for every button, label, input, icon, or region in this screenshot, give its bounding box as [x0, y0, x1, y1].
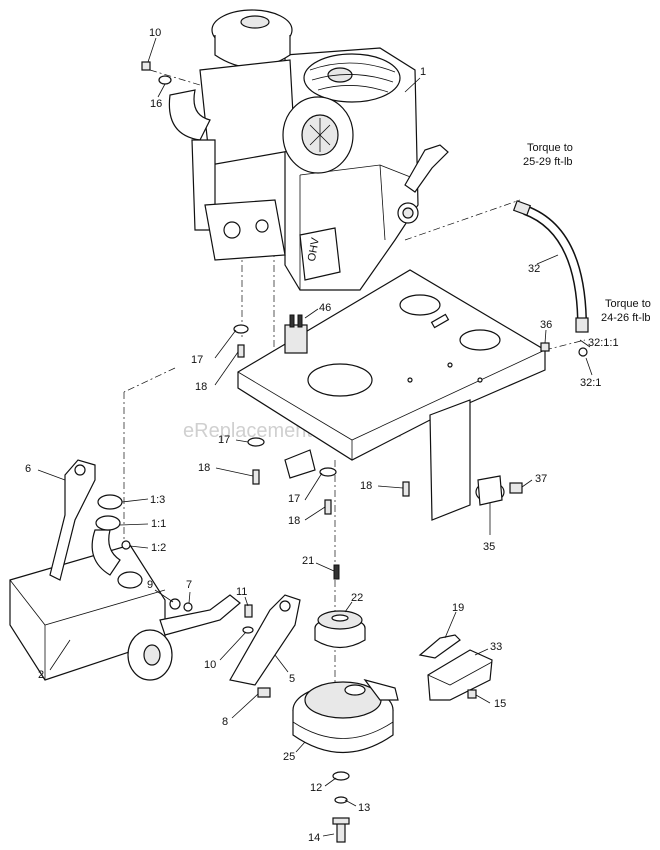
callout-32: 32 [528, 263, 540, 275]
callout-36: 36 [540, 319, 552, 331]
callout-1-2: 1:2 [151, 542, 166, 554]
clutch-bracket [418, 634, 493, 701]
callout-15: 15 [494, 698, 506, 710]
hardware [141, 61, 550, 580]
engine-deck-plate [237, 269, 546, 521]
callout-11: 11 [236, 586, 247, 598]
callout-17: 17 [288, 493, 300, 505]
callout-21: 21 [302, 555, 314, 567]
callout-17: 17 [218, 434, 230, 446]
electric-clutch [292, 678, 399, 753]
callout-1-3: 1:3 [150, 494, 165, 506]
callout-1: 1 [420, 66, 426, 78]
callout-8: 8 [222, 716, 228, 728]
leader-lines [37, 37, 593, 837]
callout-2: 2 [38, 669, 44, 681]
callout-1-1: 1:1 [151, 518, 166, 530]
callouts: 1 10 16 32 46 36 17 18 32:1:1 32:1 17 18… [25, 27, 619, 844]
pulley [314, 610, 366, 649]
callout-35: 35 [483, 541, 495, 553]
callout-17: 17 [191, 354, 203, 366]
callout-46: 46 [319, 302, 331, 314]
callout-33: 33 [490, 641, 502, 653]
callout-14: 14 [308, 832, 320, 844]
callout-37: 37 [535, 473, 547, 485]
callout-5: 5 [289, 673, 295, 685]
callout-10: 10 [149, 27, 161, 39]
alignment-lines [123, 69, 586, 720]
svg-text:OHV: OHV [306, 236, 322, 262]
callout-18: 18 [195, 381, 207, 393]
callout-18: 18 [360, 480, 372, 492]
callout-13: 13 [358, 802, 370, 814]
clutch-hardware [332, 771, 350, 843]
muffler [9, 459, 301, 698]
callout-18: 18 [288, 515, 300, 527]
callout-22: 22 [351, 592, 363, 604]
torque-note-upper: Torque to 25-29 ft-lb [523, 142, 576, 168]
callout-32-1-1: 32:1:1 [588, 337, 619, 349]
callout-18: 18 [198, 462, 210, 474]
callout-32-1: 32:1 [580, 377, 601, 389]
callout-7: 7 [186, 579, 192, 591]
engine: OHV [168, 9, 449, 291]
oil-drain-hose [512, 200, 589, 357]
callout-25: 25 [283, 751, 295, 763]
callout-12: 12 [310, 782, 322, 794]
callout-16: 16 [150, 98, 162, 110]
switch-46 [284, 314, 308, 354]
torque-note-lower: Torque to 24-26 ft-lb [601, 298, 654, 324]
callout-6: 6 [25, 463, 31, 475]
callout-10: 10 [204, 659, 216, 671]
callout-9: 9 [147, 579, 153, 591]
callout-19: 19 [452, 602, 464, 614]
